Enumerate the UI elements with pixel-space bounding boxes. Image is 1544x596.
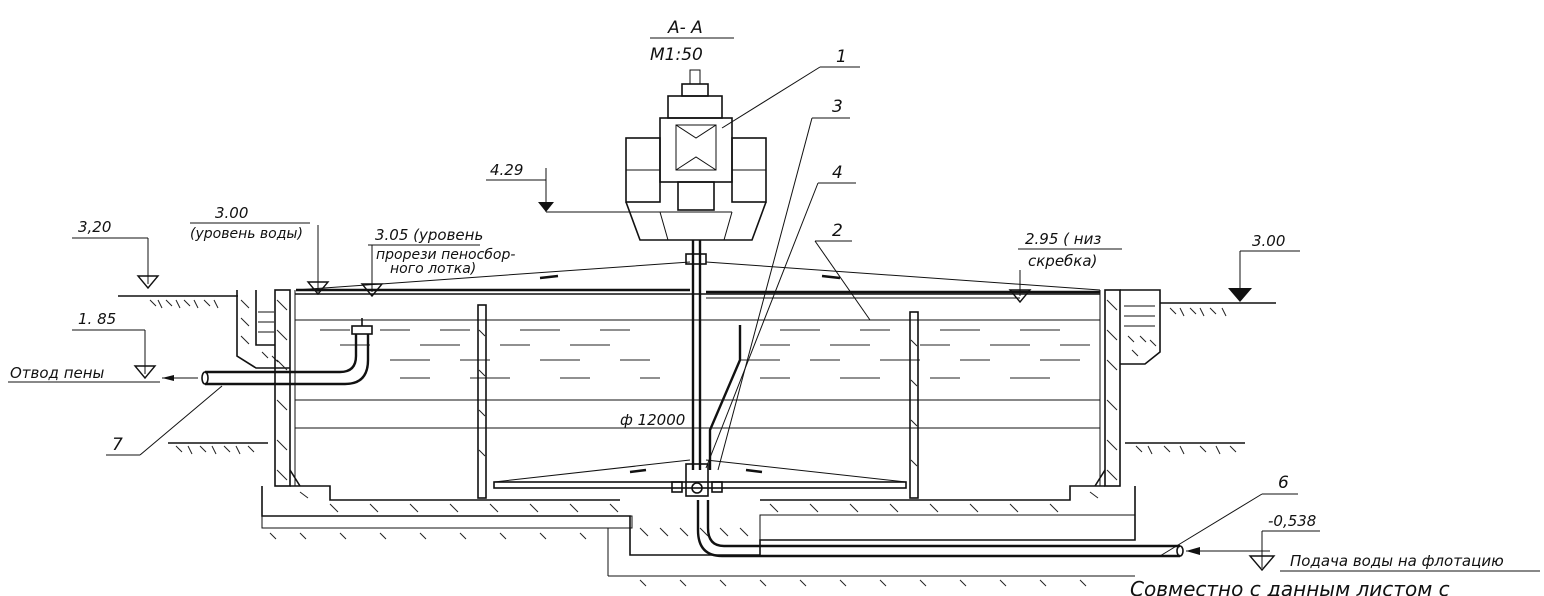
ground-right	[1160, 302, 1276, 317]
inner-column-left	[477, 304, 487, 499]
water-supply-text: Подача воды на флотацию	[1290, 552, 1504, 570]
elev-0-538-text: -0,538	[1268, 512, 1316, 530]
callout-2-text: 2	[832, 221, 843, 241]
section-label: А- А	[667, 18, 703, 38]
water-surface	[295, 293, 1100, 321]
callout-1: 1	[721, 47, 860, 129]
drive-unit	[625, 69, 767, 241]
ground-mid-right	[1125, 442, 1245, 455]
section-scale: М1:50	[650, 45, 703, 65]
foam-trough-left	[236, 290, 290, 369]
elevation-3-20: 3,20	[72, 218, 160, 290]
inner-column-right	[909, 311, 919, 499]
elevation-3-00-left: 3.00 (уровень воды)	[190, 204, 330, 296]
foam-outlet-label: Отвод пены	[8, 364, 198, 383]
note-text: Совместно с данным листом с	[1130, 577, 1450, 596]
callout-7-text: 7	[112, 435, 123, 455]
tank-wall-right	[1099, 289, 1121, 487]
callout-3-text: 4	[832, 163, 843, 183]
foam-outlet-text: Отвод пены	[10, 364, 105, 382]
lower-scraper	[493, 459, 907, 497]
elev-1-85-text: 1. 85	[78, 310, 116, 328]
water-hatching	[320, 329, 1090, 379]
callout-6: 6	[1159, 473, 1298, 557]
elevation-minus-0-538: -0,538	[1248, 512, 1320, 572]
elevation-3-05: 3.05 (уровень прорези пеносбор- ного лот…	[360, 226, 515, 298]
callout-1-text: 1	[836, 47, 847, 67]
tank-wall-left	[274, 289, 296, 487]
elevation-2-95: 2.95 ( низ скребка)	[1008, 230, 1122, 304]
section-title: А- А М1:50	[650, 18, 734, 65]
elev-4-29-text: 4.29	[490, 161, 523, 179]
elev-3-05-text: 3.05 (уровень	[375, 226, 483, 244]
ground-mid-left	[168, 442, 268, 455]
callout-3: 4	[705, 163, 856, 469]
elevation-1-85: 1. 85	[72, 310, 157, 380]
inlet-riser-pipe	[696, 325, 1184, 558]
elevation-3-00-right: 3.00	[1228, 232, 1300, 302]
upper-scraper	[295, 261, 1101, 299]
elev-3-20-text: 3,20	[78, 218, 111, 236]
tank-level-lines	[295, 399, 1100, 429]
water-supply-label: Подача воды на флотацию	[1186, 547, 1540, 572]
ground-left	[118, 295, 238, 309]
elevation-4-29: 4.29	[486, 161, 680, 213]
diameter-label: ф 12000	[620, 411, 685, 429]
foam-slot-text-2: ного лотка)	[390, 261, 476, 277]
foam-slot-text-1: прорези пеносбор-	[376, 247, 515, 263]
water-level-text: (уровень воды)	[190, 226, 303, 242]
central-shaft	[685, 240, 707, 470]
callout-7: 7	[106, 385, 223, 456]
tank-bottom-slab	[261, 469, 1136, 587]
diameter-text: ф 12000	[620, 411, 685, 429]
elev-3-00-left-text: 3.00	[215, 204, 248, 222]
callout-2: 2	[814, 221, 871, 321]
callout-4-text: 3	[832, 97, 843, 117]
foam-trough-right	[1120, 289, 1161, 365]
elev-2-95-text: 2.95 ( низ	[1025, 230, 1101, 248]
callout-4: 3	[717, 97, 850, 471]
foam-outlet-pipe	[201, 318, 373, 386]
callout-6-text: 6	[1278, 473, 1289, 493]
elev-3-00-right-text: 3.00	[1252, 232, 1285, 250]
scraper-text: скребка)	[1028, 252, 1097, 270]
